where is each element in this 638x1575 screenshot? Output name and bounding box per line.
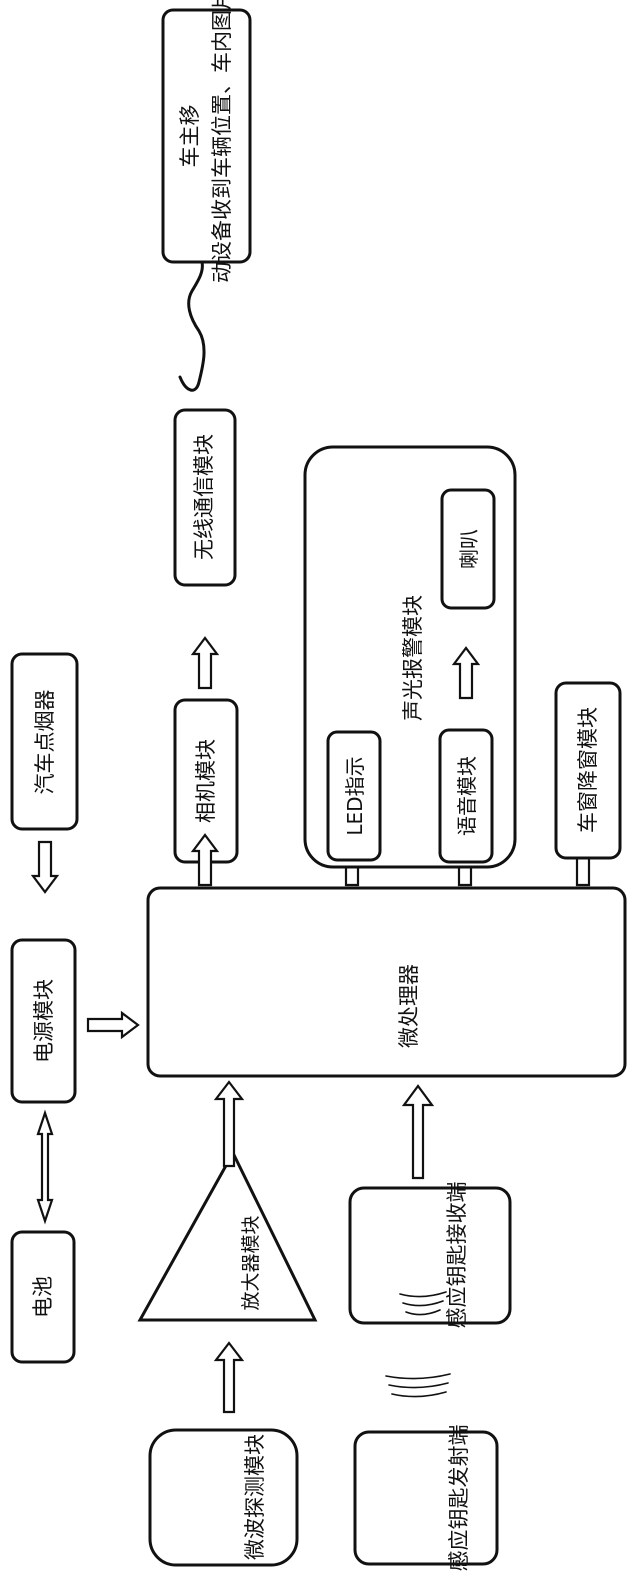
power-module-label: 电源模块 xyxy=(32,979,56,1063)
arrow-camera-to-wireless xyxy=(191,636,219,690)
speaker-box: 喇叭 xyxy=(440,488,496,610)
battery-box: 电池 xyxy=(10,1230,76,1364)
key-signal-waves-icon xyxy=(385,1291,451,1398)
led-indicator-box: LED指示 xyxy=(326,730,382,862)
owner-phone-box: 车主移动设备收到车辆位置、车内图片 xyxy=(161,0,252,283)
speaker-label: 喇叭 xyxy=(457,529,481,569)
amplifier-label: 放大器模块 xyxy=(240,1215,262,1310)
camera-module-box: 相机模块 xyxy=(173,698,239,864)
window-module-label: 车窗降窗模块 xyxy=(576,707,600,833)
arrow-microwave-to-amplifier xyxy=(213,1341,245,1414)
arrow-amplifier-to-mcu xyxy=(213,1080,245,1168)
key-transmitter-box: 感应钥匙发射端 xyxy=(353,1425,499,1572)
microprocessor-box: 微处理器 xyxy=(146,886,627,1078)
alarm-module-label: 声光报警模块 xyxy=(401,595,425,721)
led-indicator-label: LED指示 xyxy=(343,756,367,835)
arrow-key-receiver-to-mcu xyxy=(401,1084,435,1180)
owner-phone-label: 车主移动设备收到车辆位置、车内图片 xyxy=(178,0,234,283)
microprocessor-label: 微处理器 xyxy=(397,964,421,1048)
battery-label: 电池 xyxy=(31,1276,55,1318)
microwave-detection-box: 微波探测模块 xyxy=(148,1428,299,1567)
window-module-box: 车窗降窗模块 xyxy=(554,681,622,860)
wireless-module-box: 无线通信模块 xyxy=(173,408,237,587)
arrow-power-to-mcu xyxy=(86,1011,140,1039)
amplifier-triangle: 放大器模块 xyxy=(137,1149,318,1322)
wireless-signal-icon xyxy=(178,260,206,392)
microwave-detection-label: 微波探测模块 xyxy=(243,1434,267,1560)
wireless-module-label: 无线通信模块 xyxy=(192,434,216,560)
alarm-module-group: 声光报警模块 LED指示 喇叭 语音模块 xyxy=(303,445,517,869)
arrow-battery-power-bidirectional xyxy=(36,1109,54,1225)
key-receiver-box: 感应钥匙接收端 xyxy=(348,1182,512,1329)
arrow-lighter-to-power xyxy=(31,840,59,894)
voice-module-box: 语音模块 xyxy=(438,728,494,864)
key-transmitter-label: 感应钥匙发射端 xyxy=(447,1425,471,1572)
cigarette-lighter-box: 汽车点烟器 xyxy=(10,652,79,831)
camera-module-label: 相机模块 xyxy=(194,739,218,823)
power-module-box: 电源模块 xyxy=(10,938,77,1104)
cigarette-lighter-label: 汽车点烟器 xyxy=(33,690,57,795)
voice-module-label: 语音模块 xyxy=(455,756,479,836)
key-receiver-label: 感应钥匙接收端 xyxy=(445,1182,469,1329)
